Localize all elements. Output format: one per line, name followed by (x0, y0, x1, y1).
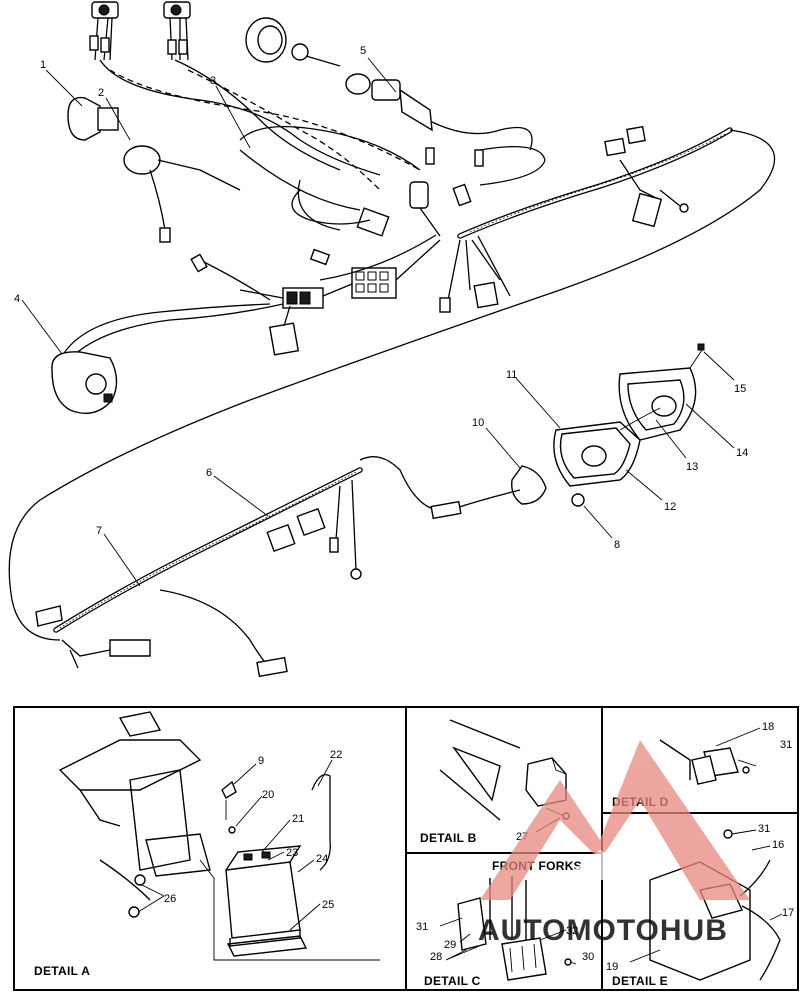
callout-28: 28 (430, 951, 442, 963)
coupler-block (190, 239, 441, 356)
callout-3: 3 (210, 75, 216, 87)
callout-7: 7 (96, 525, 102, 537)
callout-8: 8 (614, 539, 620, 551)
meter-socket (245, 17, 341, 67)
ignition-switch-right (163, 1, 191, 61)
callout-5: 5 (360, 45, 366, 57)
detail-a-callouts: 9 20 21 22 23 24 25 26 DETAIL A (34, 749, 342, 978)
callout-17: 17 (782, 907, 794, 919)
callout-11: 11 (506, 369, 517, 381)
callout-23: 23 (286, 847, 298, 859)
detail-b-label: DETAIL B (420, 831, 477, 845)
callout-26: 26 (164, 893, 176, 905)
detail-e-label: DETAIL E (612, 974, 668, 988)
watermark-text: AUTOMOTOHUB (478, 914, 728, 947)
detail-panels (13, 706, 799, 991)
tail-bulb (67, 96, 241, 243)
callout-1: 1 (40, 59, 46, 71)
callout-20: 20 (262, 789, 274, 801)
main-harness-illustration (8, 1, 776, 641)
callout-24: 24 (316, 853, 328, 865)
callout-14: 14 (736, 447, 748, 459)
detail-a-drawing (58, 711, 380, 961)
callout-13: 13 (686, 461, 698, 473)
callouts-main: 1 2 3 4 5 6 7 8 10 11 12 13 14 15 (14, 45, 748, 587)
tail-light-assembly (359, 343, 705, 520)
callout-18: 18 (762, 721, 774, 733)
callout-16: 16 (772, 839, 784, 851)
watermark-logo (480, 740, 750, 900)
callout-4: 4 (14, 293, 20, 305)
detail-a-label: DETAIL A (34, 964, 90, 978)
callout-6: 6 (206, 467, 212, 479)
callout-19: 19 (606, 961, 618, 973)
detail-c-drawing: FRONT FORKS 31 29 28 32 30 DETAIL C (416, 859, 594, 988)
callout-9: 9 (258, 755, 264, 767)
callout-31a: 31 (780, 739, 792, 751)
callout-2: 2 (98, 87, 104, 99)
callout-29: 29 (444, 939, 456, 951)
callout-30: 30 (582, 951, 594, 963)
callout-10: 10 (472, 417, 484, 429)
ignition-switch-left (89, 1, 119, 61)
generator-unit-4 (51, 351, 118, 414)
callout-31c: 31 (416, 921, 428, 933)
callout-22: 22 (330, 749, 342, 761)
detail-c-label: DETAIL C (424, 974, 481, 988)
callout-21: 21 (292, 813, 304, 825)
lower-harness (35, 467, 363, 678)
callout-25: 25 (322, 899, 334, 911)
callout-32: 32 (566, 925, 578, 937)
callout-15: 15 (734, 383, 746, 395)
callout-12: 12 (664, 501, 676, 513)
callout-31b: 31 (758, 823, 770, 835)
neutral-switch (345, 73, 533, 151)
